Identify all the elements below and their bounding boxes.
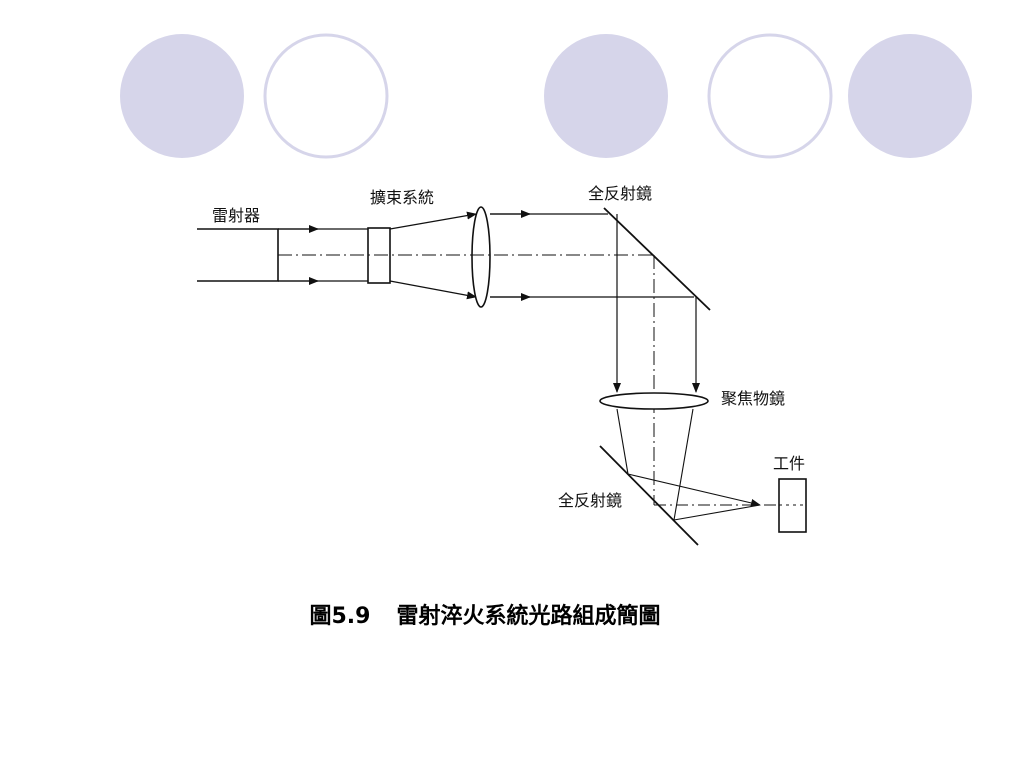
decor-circle-outline-2 — [707, 33, 833, 159]
label-laser: 雷射器 — [212, 206, 260, 225]
optical-path-diagram — [197, 206, 807, 546]
decor-circle-filled-3 — [848, 34, 972, 158]
beam-diverge-upper — [389, 211, 477, 230]
beam-converge-left — [616, 408, 629, 475]
beam-to-work-upper — [627, 473, 761, 507]
collimating-lens — [471, 206, 491, 308]
caption-title: 雷射淬火系統光路組成簡圖 — [396, 604, 661, 629]
label-full-mirror-top: 全反射鏡 — [588, 184, 652, 203]
decor-circle-filled-1 — [120, 34, 244, 158]
decorative-circles — [120, 33, 972, 159]
focusing-lens — [599, 392, 709, 410]
full-mirror-bottom — [599, 445, 699, 546]
caption-figure-number: 圖5.9 — [309, 604, 371, 629]
label-full-mirror-bottom: 全反射鏡 — [558, 491, 622, 510]
label-focus-lens: 聚焦物鏡 — [721, 389, 785, 408]
figure-caption: 圖5.9 雷射淬火系統光路組成簡圖 — [0, 598, 970, 630]
beam-converge-right — [673, 408, 694, 521]
laser-body — [197, 228, 279, 282]
full-mirror-top — [603, 207, 711, 311]
label-beam-expander: 擴束系統 — [370, 188, 434, 207]
label-workpiece: 工件 — [773, 454, 805, 473]
diagram-labels: 雷射器 擴束系統 全反射鏡 聚焦物鏡 工件 全反射鏡 — [212, 184, 805, 510]
beam-diverge-lower — [389, 280, 477, 300]
beam-to-work-lower — [673, 504, 761, 521]
decor-circle-filled-2 — [544, 34, 668, 158]
decor-circle-outline-1 — [263, 33, 389, 159]
